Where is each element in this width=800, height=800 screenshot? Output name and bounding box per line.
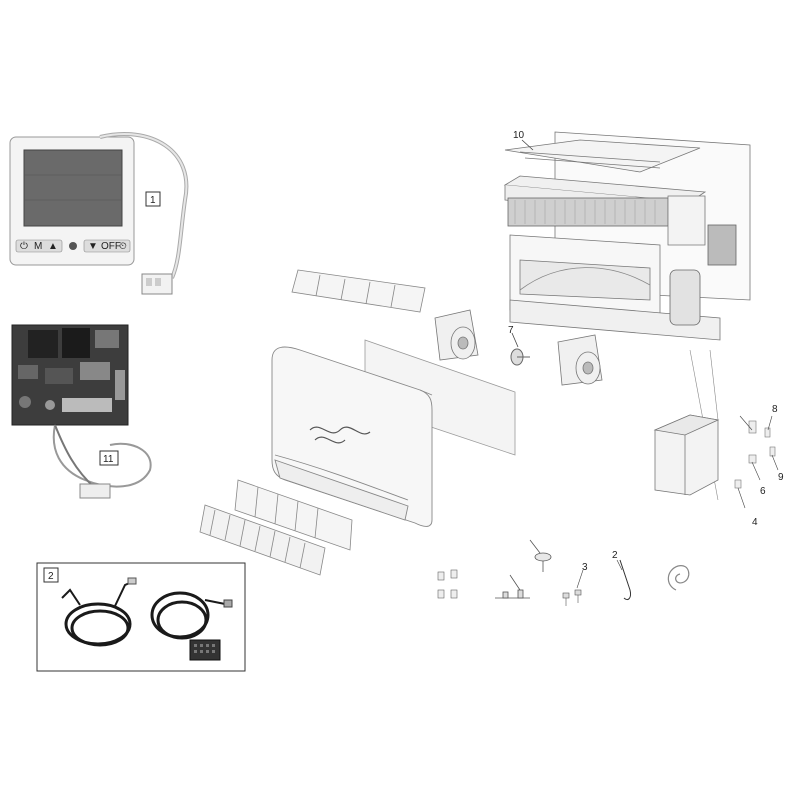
mounting-feet-set bbox=[437, 569, 458, 599]
callout-8: 8 bbox=[772, 404, 778, 415]
screw-set-part bbox=[562, 589, 582, 606]
bracket-part bbox=[495, 574, 530, 599]
temperature-probe-part bbox=[619, 559, 631, 601]
bottom-filter-grille bbox=[199, 479, 353, 576]
wall-controller-part: ⏻ M ▲ ▼ OFF ⏲ bbox=[9, 132, 189, 295]
callout-7: 7 bbox=[508, 325, 514, 336]
btn-mode-label: M bbox=[34, 241, 42, 252]
btn-down-label: ▼ bbox=[88, 241, 98, 252]
fan-motor-part bbox=[510, 348, 530, 366]
drain-valve-part bbox=[529, 539, 552, 572]
board-connector bbox=[79, 483, 111, 499]
callout-11: 11 bbox=[99, 450, 119, 466]
svg-text:2: 2 bbox=[48, 571, 54, 582]
callout-3: 3 bbox=[582, 562, 588, 573]
callout-1: 1 bbox=[145, 191, 161, 207]
leader-lines-right bbox=[737, 415, 779, 509]
btn-timer-label: ⏲ bbox=[119, 241, 127, 252]
drain-hose-coil bbox=[667, 565, 690, 591]
btn-off-label: OFF bbox=[101, 241, 121, 252]
sensor-cable-coil bbox=[150, 591, 233, 661]
controller-button-row: ⏻ M ▲ ▼ OFF ⏲ bbox=[15, 239, 131, 253]
blower-fan-right bbox=[557, 334, 603, 386]
callout-10: 10 bbox=[513, 130, 525, 141]
chassis-assembly-part bbox=[503, 131, 751, 341]
callout-2-probe: 2 bbox=[612, 550, 618, 561]
svg-text:11: 11 bbox=[103, 454, 114, 465]
detail-leader-right bbox=[709, 349, 719, 421]
small-component-parts bbox=[734, 420, 776, 489]
callout-4: 4 bbox=[752, 517, 758, 528]
blower-fan-left bbox=[434, 309, 479, 361]
svg-text:1: 1 bbox=[150, 195, 156, 206]
btn-up-label: ▲ bbox=[48, 241, 58, 252]
front-cabinet-part bbox=[271, 346, 433, 527]
signal-cable-coil bbox=[61, 577, 137, 647]
cable-kit-frame bbox=[36, 562, 246, 672]
electrical-box-part bbox=[653, 414, 720, 496]
control-board-part bbox=[11, 324, 129, 426]
callout-2-boxed: 2 bbox=[43, 567, 59, 583]
top-louver-grille bbox=[291, 269, 426, 313]
btn-power-label: ⏻ bbox=[20, 241, 28, 252]
callout-9: 9 bbox=[778, 472, 784, 483]
callout-6: 6 bbox=[760, 486, 766, 497]
